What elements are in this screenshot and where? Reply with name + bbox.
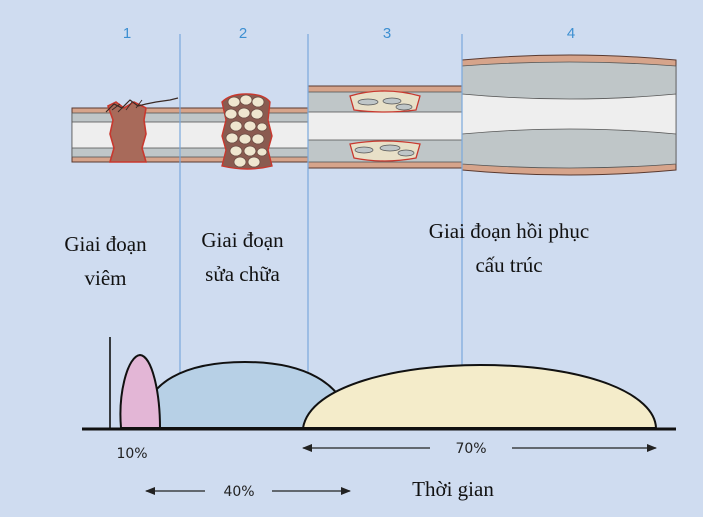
stage-number-3: 3 [383, 25, 391, 42]
bone-stage-4 [461, 54, 677, 176]
time-axis-label: Thời gian [412, 477, 494, 501]
bone-stage-3 [307, 85, 463, 169]
stage-number-2: 2 [239, 25, 247, 42]
remodeling-duration-label: 70% [455, 441, 486, 457]
phase-label-remodeling-line-2: cấu trúc [475, 253, 543, 277]
phase-label-remodeling-line-1: Giai đoạn hồi phục [428, 219, 590, 243]
phase-label-inflammation: Giai đoạn viêm [38, 227, 173, 295]
stage-dividers [179, 34, 463, 428]
phase-label-repair-line-1: Giai đoạn [201, 228, 284, 252]
phase-label-repair: Giai đoạn sửa chữa [175, 223, 310, 291]
remodeling-phase-curve [301, 363, 658, 429]
inflammation-phase-curve [119, 353, 162, 429]
bone-stage-1 [71, 97, 181, 163]
repair-duration-label: 40% [223, 484, 254, 500]
phase-label-remodeling: Giai đoạn hồi phục cấu trúc [384, 214, 634, 282]
bone-stage-2 [179, 93, 309, 170]
phase-label-repair-line-2: sửa chữa [205, 262, 280, 286]
phase-label-inflammation-line-1: Giai đoạn [64, 232, 147, 256]
stage-number-1: 1 [123, 25, 131, 42]
phase-label-inflammation-line-2: viêm [84, 266, 127, 290]
stage-number-4: 4 [567, 25, 575, 42]
inflammation-duration-label: 10% [116, 446, 147, 462]
